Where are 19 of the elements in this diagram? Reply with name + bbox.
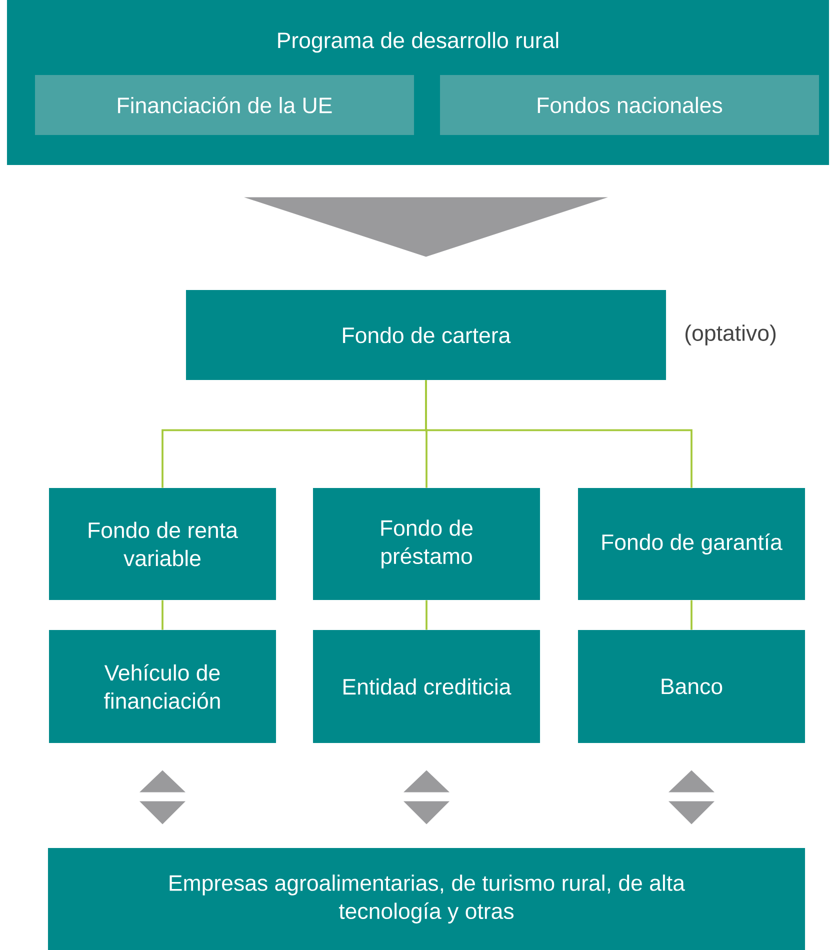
double-arrow: [668, 770, 714, 824]
connector-line: [162, 600, 164, 630]
fund-box: Banco: [578, 630, 806, 744]
triangle-arrow: [244, 197, 608, 257]
double-arrow: [404, 770, 450, 824]
fund-box: Fondo de renta variable: [49, 488, 276, 600]
connector-line: [690, 600, 692, 630]
beside-note: (optativo): [686, 324, 776, 346]
funding-box: Fondos nacionales: [440, 75, 820, 135]
fund-box: Fondo de préstamo: [313, 488, 540, 600]
connector-line: [425, 380, 692, 488]
double-arrow: [140, 770, 186, 824]
connector-line: [426, 600, 428, 630]
fund-box: Vehículo de financiación: [49, 630, 276, 744]
fund-box: Fondo de cartera: [186, 290, 666, 380]
funding-box: Financiación de la UE: [35, 75, 414, 135]
fund-box: Entidad crediticia: [313, 630, 540, 744]
fund-box: Fondo de garantía: [578, 488, 806, 600]
fund-box: Empresas agroalimentarias, de turismo rural, de alta tecnología y otras: [48, 848, 806, 950]
